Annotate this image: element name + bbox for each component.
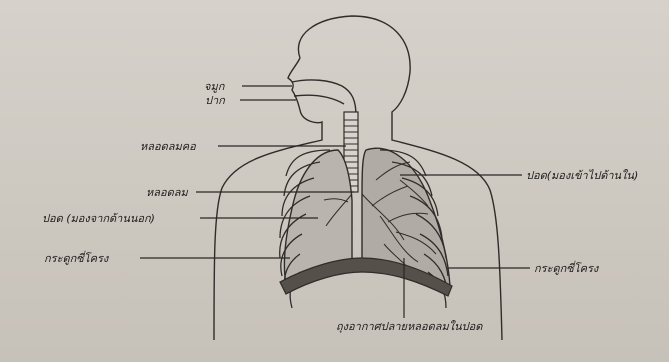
label-nose: จมูก (204, 80, 226, 93)
label-mouth: ปาก (205, 94, 226, 107)
label-alveoli: ถุงอากาศปลายหลอดลมในปอด (336, 320, 483, 333)
label-lung-outside: ปอด (มองจากด้านนอก) (42, 212, 155, 225)
label-ribs-left: กระดูกซี่โครง (44, 250, 110, 265)
nasal-cavity (292, 80, 356, 116)
label-lung-inside: ปอด(มองเข้าไปด้านใน) (526, 169, 638, 182)
oral-cavity (294, 95, 344, 104)
label-bronchus: หลอดลม (146, 186, 188, 199)
label-trachea: หลอดลมคอ (140, 140, 196, 153)
label-ribs-right: กระดูกซี่โครง (534, 260, 600, 275)
